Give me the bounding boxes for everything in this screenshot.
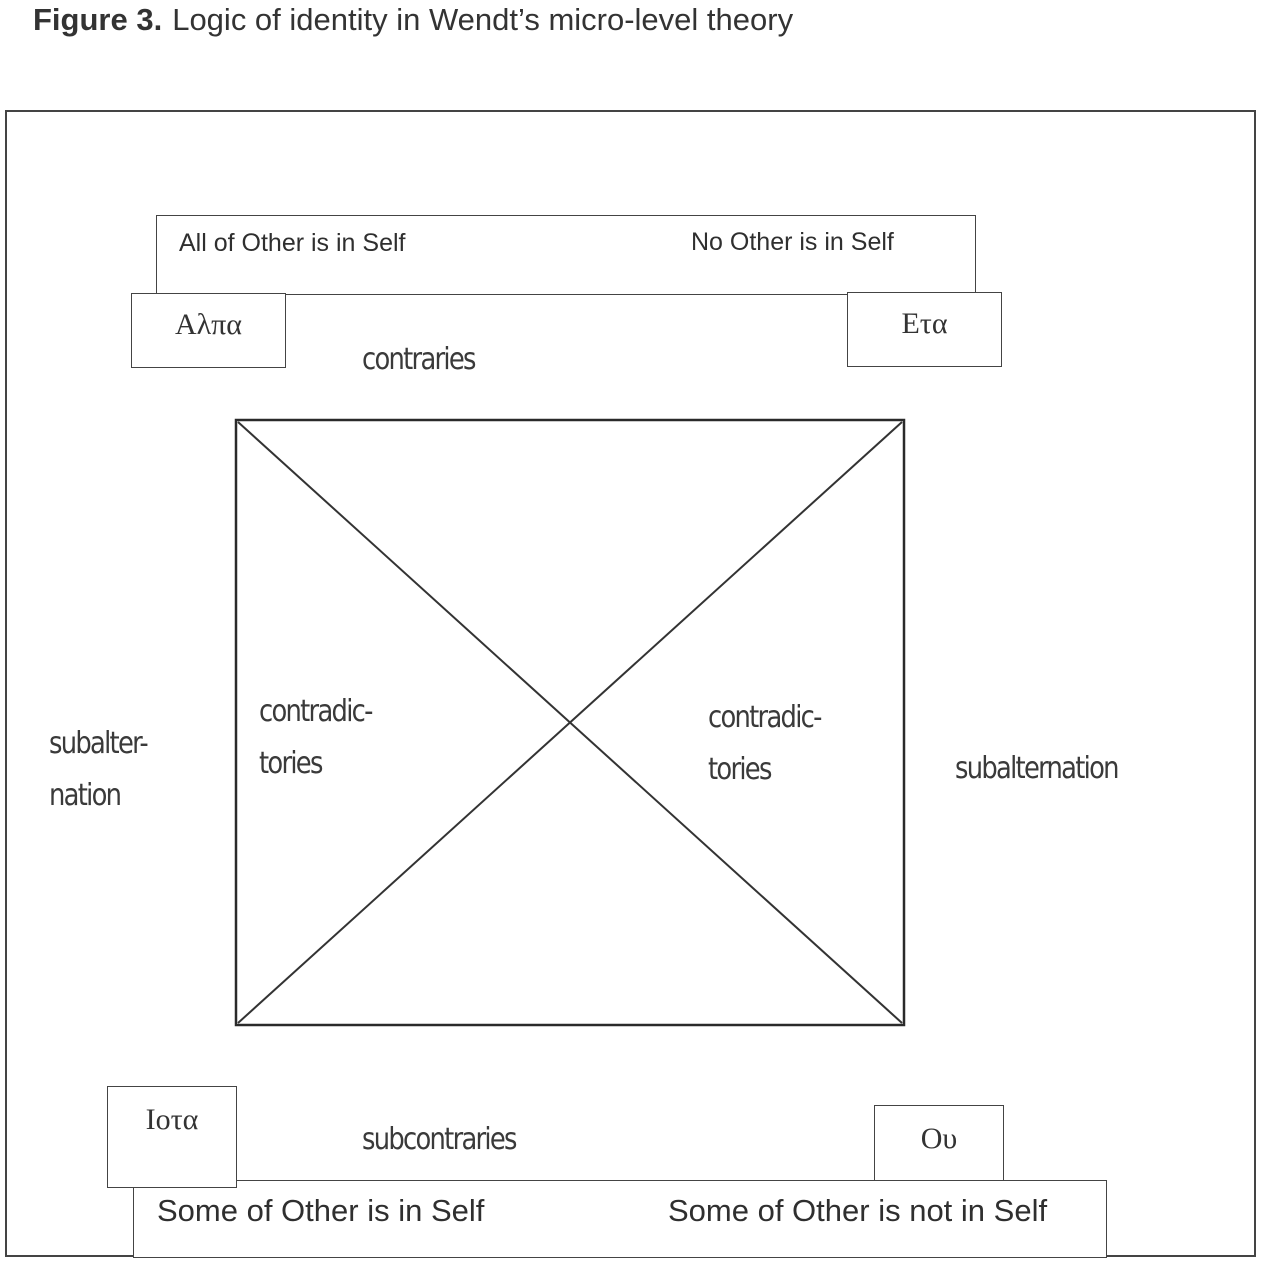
diagonal-eta-iota xyxy=(237,421,903,1024)
label-contradictories-left-line2: tories xyxy=(259,746,323,781)
square-outline xyxy=(234,418,906,1027)
figure-caption: Logic of identity in Wendt’s micro-level… xyxy=(172,2,794,37)
corner-alpha-label: Αλπα xyxy=(174,308,243,341)
label-contradictories-left-line1: contradic- xyxy=(259,694,373,729)
corner-eta-box: Ετα xyxy=(847,292,1002,367)
label-contradictories-left: contradic- tories xyxy=(259,686,373,790)
label-subalternation-left-line2: nation xyxy=(49,778,122,813)
corner-iota-label: Ιοτα xyxy=(145,1103,199,1136)
label-contradictories-right: contradic- tories xyxy=(708,692,822,796)
corner-eta-label: Ετα xyxy=(901,307,948,340)
figure-title: Figure 3. Logic of identity in Wendt’s mi… xyxy=(33,2,793,38)
statement-some-not-in-self: Some of Other is not in Self xyxy=(668,1193,1048,1228)
corner-alpha-box: Αλπα xyxy=(131,293,286,368)
corner-ou-box: Ου xyxy=(874,1105,1004,1181)
label-contradictories-right-line1: contradic- xyxy=(708,700,822,735)
bottom-statements-bar xyxy=(133,1180,1107,1258)
statement-none-in-self: No Other is in Self xyxy=(691,228,894,256)
statement-all-in-self: All of Other is in Self xyxy=(179,229,406,257)
label-subalternation-right: subalternation xyxy=(955,751,1120,786)
corner-iota-box: Ιοτα xyxy=(107,1086,237,1188)
corner-ou-label: Ου xyxy=(920,1122,958,1155)
figure-label: Figure 3. xyxy=(33,2,163,37)
statement-some-in-self: Some of Other is in Self xyxy=(157,1193,485,1228)
label-subalternation-left-line1: subalter- xyxy=(49,726,149,761)
top-statements-bar xyxy=(156,215,976,295)
label-contraries: contraries xyxy=(362,342,476,377)
label-subalternation-left: subalter- nation xyxy=(49,718,149,822)
label-subcontraries: subcontraries xyxy=(362,1122,517,1157)
label-contradictories-right-line2: tories xyxy=(708,752,772,787)
